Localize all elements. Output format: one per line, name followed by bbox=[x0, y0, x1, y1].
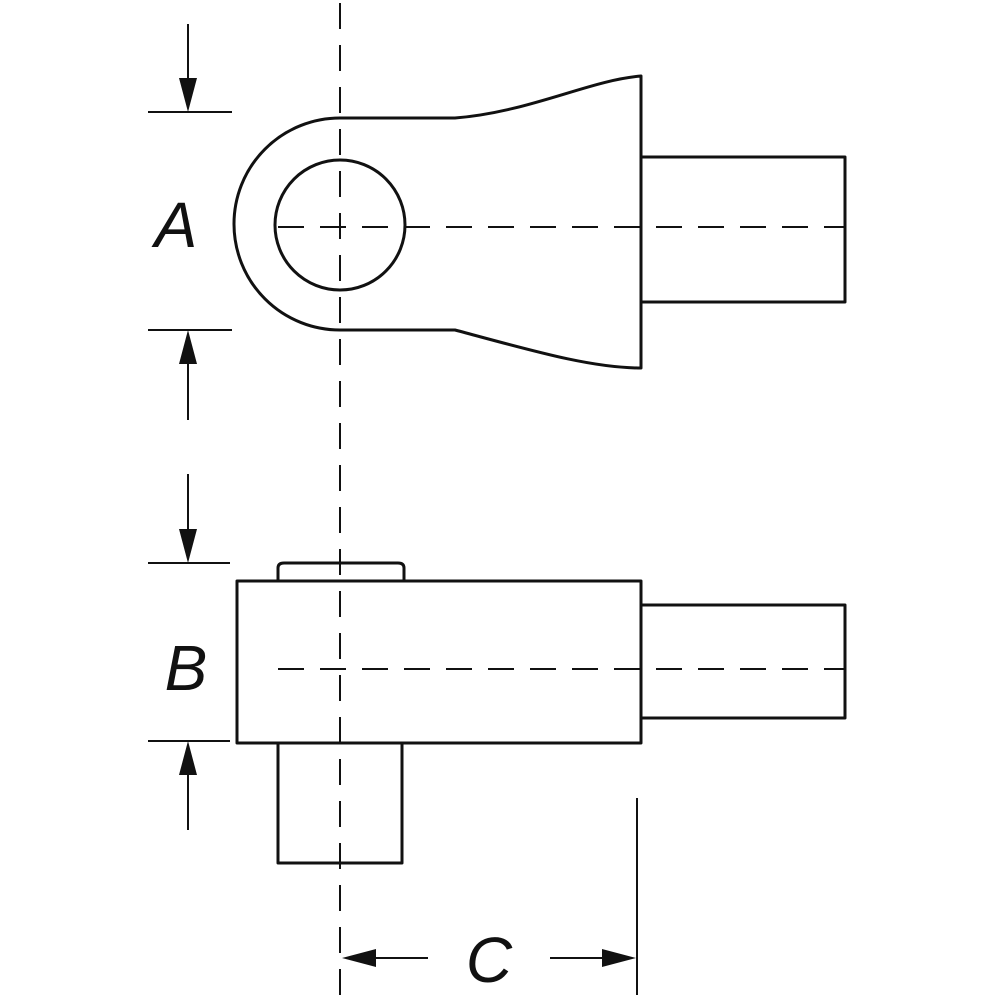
dimension-a-arrow-bottom bbox=[179, 330, 197, 364]
top-view-head-body bbox=[232, 74, 643, 370]
dimension-c-arrow-left bbox=[342, 949, 376, 967]
dimension-a-arrow-top bbox=[179, 78, 197, 112]
side-view-square-drive bbox=[639, 603, 847, 720]
top-view-square-drive bbox=[639, 155, 847, 304]
dimension-b: B bbox=[148, 474, 230, 830]
center-lines bbox=[278, 3, 845, 997]
dimension-a-label: A bbox=[151, 189, 198, 261]
dimension-b-arrow-bottom bbox=[179, 741, 197, 775]
side-view-body bbox=[235, 579, 643, 745]
side-view bbox=[235, 561, 847, 865]
dimension-b-arrow-top bbox=[179, 529, 197, 563]
dimension-c-arrow-right bbox=[602, 949, 636, 967]
dimension-c-label: C bbox=[466, 924, 513, 996]
dimension-c: C bbox=[342, 798, 638, 996]
dimension-a: A bbox=[148, 24, 232, 420]
dimension-b-label: B bbox=[165, 632, 208, 704]
top-view-bore-hole bbox=[273, 158, 407, 292]
top-view bbox=[232, 74, 847, 370]
